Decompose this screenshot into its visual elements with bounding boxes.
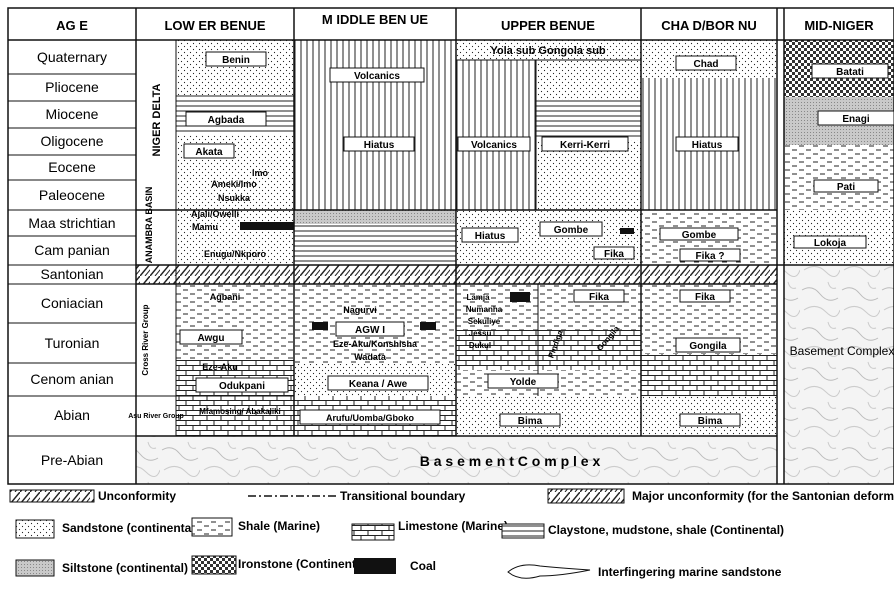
unit-bima-upper: Bima bbox=[518, 416, 543, 427]
unit-fika-chad-1: Fika ? bbox=[696, 251, 725, 262]
unit-eze-aku: Eze-Aku bbox=[202, 362, 238, 372]
unit-keana: Keana / Awe bbox=[349, 379, 408, 390]
age-label: Santonian bbox=[40, 266, 103, 282]
unit-hiatus-upper: Hiatus bbox=[475, 231, 506, 242]
niger-delta-label: NIGER DELTA bbox=[151, 83, 163, 156]
age-labels: Quaternary Pliocene Miocene Oligocene Eo… bbox=[28, 49, 115, 468]
unit-awgu: Awgu bbox=[197, 333, 224, 344]
header-upper-benue: UPPER BENUE bbox=[501, 18, 595, 33]
legend-claystone: Claystone, mudstone, shale (Continental) bbox=[548, 523, 784, 537]
unit-enugu: Enugu/Nkporo bbox=[204, 249, 266, 259]
age-label: Quaternary bbox=[37, 49, 107, 65]
unit-ezeaku-middle: Eze-Aku/Konshisha bbox=[333, 339, 418, 349]
age-label: Eocene bbox=[48, 159, 96, 175]
asu-river-label: Asu River Group bbox=[128, 413, 184, 420]
legend-limestone: Limestone (Marine) bbox=[398, 519, 508, 533]
unit-gombe-chad: Gombe bbox=[682, 230, 717, 241]
unit-odukpani: Odukpani bbox=[219, 381, 265, 392]
lower-benue-fills bbox=[176, 40, 294, 436]
header-mid-niger: MID-NIGER bbox=[804, 18, 874, 33]
unit-dukul: Dukul bbox=[469, 341, 491, 350]
unit-chad: Chad bbox=[694, 59, 719, 70]
column-headers: AG E LOW ER BENUE M IDDLE BEN UE UPPER B… bbox=[56, 12, 874, 33]
legend: Unconformity Transitional boundary Major… bbox=[10, 489, 894, 579]
anambra-basin-label: ANAMBRA BASIN bbox=[144, 187, 154, 264]
unit-mamu: Mamu bbox=[192, 222, 218, 232]
legend-major-unconformity: Major unconformity (for the Santonian de… bbox=[632, 489, 894, 503]
unit-gongila-chad: Gongila bbox=[689, 341, 727, 352]
unit-ajali: Ajali/Owelli bbox=[191, 209, 239, 219]
unit-yola-gongola: Yola sub Gongola sub bbox=[490, 45, 606, 57]
age-label: Abian bbox=[54, 407, 90, 423]
legend-transitional: Transitional boundary bbox=[340, 489, 466, 503]
age-label: Maa strichtian bbox=[28, 215, 115, 231]
unit-fika-upper-2: Fika bbox=[589, 292, 609, 303]
unit-enagi: Enagi bbox=[842, 114, 869, 125]
unit-basement-bottom: B a s e m e n t C o m p l e x bbox=[420, 453, 601, 469]
header-age: AG E bbox=[56, 18, 88, 33]
unit-nagurvi: Nagurvi bbox=[343, 305, 377, 315]
legend-shale: Shale (Marine) bbox=[238, 519, 320, 533]
unit-jessu: Jessu bbox=[469, 329, 492, 338]
header-chad-bornu: CHA D/BOR NU bbox=[661, 18, 757, 33]
unit-yolde: Yolde bbox=[510, 377, 537, 388]
unit-benin: Benin bbox=[222, 55, 250, 66]
legend-ironstone: Ironstone (Continental) bbox=[238, 557, 370, 571]
header-middle-benue: M IDDLE BEN UE bbox=[322, 12, 429, 27]
age-label: Coniacian bbox=[41, 295, 103, 311]
unit-volcanics-upper: Volcanics bbox=[471, 140, 517, 151]
unit-batati: Batati bbox=[836, 67, 864, 78]
unit-nsukka: Nsukka bbox=[218, 193, 251, 203]
age-label: Oligocene bbox=[40, 133, 103, 149]
age-label: Paleocene bbox=[39, 187, 105, 203]
unit-fika-upper-1: Fika bbox=[604, 249, 624, 260]
age-label: Cam panian bbox=[34, 242, 110, 258]
unit-awgu-middle: AGW I bbox=[355, 325, 385, 336]
age-label: Miocene bbox=[46, 106, 99, 122]
unit-hiatus-chad: Hiatus bbox=[692, 140, 723, 151]
interfingering-symbol bbox=[508, 565, 590, 578]
unit-hiatus-middle: Hiatus bbox=[364, 140, 395, 151]
unit-abakaliki: Mfamosing/ Abakaliki bbox=[199, 407, 281, 416]
unit-bima-chad: Bima bbox=[698, 416, 723, 427]
unit-agbani: Agbani bbox=[210, 292, 241, 302]
unit-gombe-upper: Gombe bbox=[554, 225, 589, 236]
age-label: Pre-Abian bbox=[41, 452, 103, 468]
unit-lokoja: Lokoja bbox=[814, 238, 847, 249]
age-label: Cenom anian bbox=[30, 371, 113, 387]
unit-volcanics-middle: Volcanics bbox=[354, 71, 400, 82]
unit-akata: Akata bbox=[195, 147, 223, 158]
unit-agbada: Agbada bbox=[208, 115, 245, 126]
age-label: Pliocene bbox=[45, 79, 99, 95]
unit-imo: Imo bbox=[252, 168, 269, 178]
header-lower-benue: LOW ER BENUE bbox=[164, 18, 265, 33]
unit-fika-chad-2: Fika bbox=[695, 292, 715, 303]
legend-sandstone: Sandstone (continental) bbox=[62, 521, 199, 535]
unit-ameki: Ameki/Imo bbox=[211, 179, 257, 189]
legend-coal: Coal bbox=[410, 559, 436, 573]
cross-river-label: Cross River Group bbox=[141, 304, 150, 375]
age-label: Turonian bbox=[45, 335, 100, 351]
legend-unconformity: Unconformity bbox=[98, 489, 176, 503]
unit-kerri-kerri: Kerri-Kerri bbox=[560, 140, 610, 151]
unit-patti: Pati bbox=[837, 182, 856, 193]
unit-basement-mid-niger: Basement Complex bbox=[790, 344, 894, 358]
legend-interfingering: Interfingering marine sandstone bbox=[598, 565, 782, 579]
legend-siltstone: Siltstone (continental) bbox=[62, 561, 188, 575]
unit-sekuliye: Sekuliye bbox=[468, 317, 501, 326]
mid-niger-fills bbox=[784, 40, 894, 484]
unit-numanha: Numanha bbox=[466, 305, 503, 314]
unit-lamja: Lamja bbox=[466, 293, 490, 302]
unit-wadata: Wadata bbox=[354, 352, 387, 362]
unit-arufu: Arufu/Uomba/Gboko bbox=[326, 413, 414, 423]
